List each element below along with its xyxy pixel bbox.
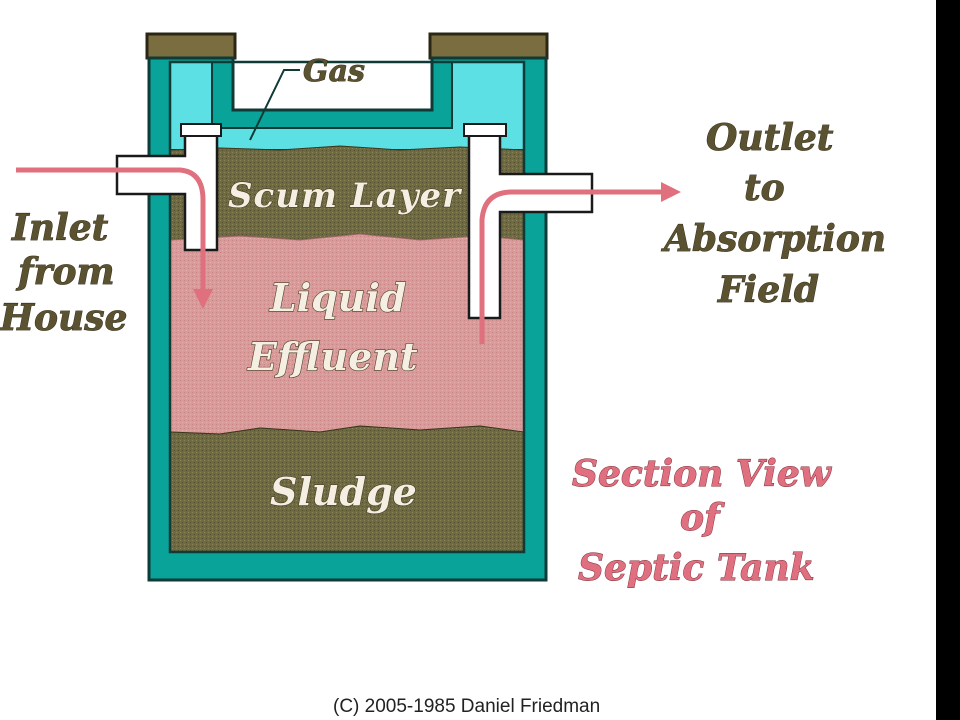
outlet-label-line2: to <box>744 167 785 209</box>
outlet-flow-arrow <box>479 182 681 344</box>
tank-inner-outline <box>168 60 526 554</box>
tank-lid-left <box>145 32 237 60</box>
inlet-label-line2: from <box>15 251 115 293</box>
liquid-label: Liquid <box>269 275 406 320</box>
effluent-label: Effluent <box>247 334 418 379</box>
tank-lid-right <box>428 32 549 60</box>
outlet-pipe <box>467 132 594 320</box>
section-view-label-line2: of <box>680 497 725 539</box>
lid-recess-fill <box>214 112 450 126</box>
inlet-flow-arrow <box>16 167 213 309</box>
scum-layer-label: Scum Layer <box>228 176 462 216</box>
copyright-credit: (C) 2005-1985 Daniel Friedman <box>333 696 600 717</box>
gas-label: Gas <box>303 54 365 89</box>
outlet-label-line4: Field <box>717 269 819 311</box>
inlet-pipe <box>115 132 219 252</box>
outlet-label-line3: Absorption <box>661 218 886 260</box>
inlet-pipe-cap <box>180 123 222 137</box>
section-view-label-line3: Septic Tank <box>578 547 815 589</box>
gas-leader-line <box>249 69 300 141</box>
outlet-pipe-cap <box>463 123 507 137</box>
inlet-label-line1: Inlet <box>11 207 109 249</box>
outlet-label-line1: Outlet <box>706 117 834 159</box>
section-view-label-line1: Section View <box>572 453 833 495</box>
right-edge-bar <box>936 0 960 720</box>
sludge-label: Sludge <box>270 469 417 514</box>
lid-recess-wall <box>231 58 434 112</box>
inlet-label-line3: House <box>0 297 127 339</box>
